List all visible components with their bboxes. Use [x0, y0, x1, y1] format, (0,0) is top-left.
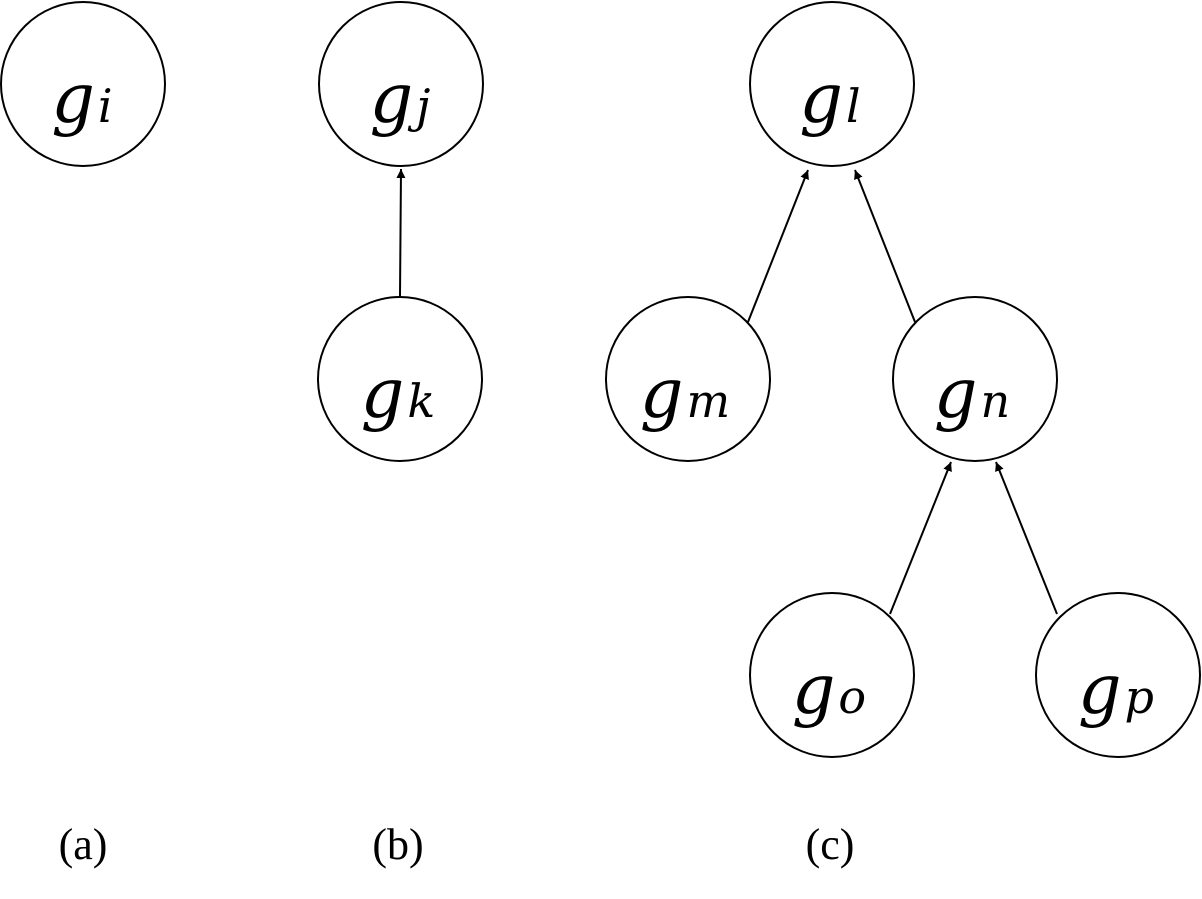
- node-go-label: go: [792, 651, 866, 730]
- node-gm-label: gm: [640, 355, 730, 434]
- node-gp-label: gp: [1078, 651, 1154, 730]
- node-gi-circle: [0, 1, 166, 167]
- edge-go-to-gn: [889, 461, 952, 615]
- node-gj: gj: [318, 1, 484, 167]
- node-gk: gk: [317, 296, 483, 462]
- node-gi: gi: [0, 1, 166, 167]
- edge-gk-to-gj: [396, 168, 406, 297]
- node-gj-circle: [318, 1, 484, 167]
- node-gk-circle: [317, 296, 483, 462]
- edge-gp-to-gn: [995, 461, 1058, 615]
- node-gn: gn: [892, 296, 1058, 462]
- node-gj-label: gj: [370, 60, 431, 139]
- node-gp: gp: [1035, 592, 1201, 758]
- node-gi-label: gi: [51, 60, 112, 139]
- node-gm: gm: [605, 296, 771, 462]
- node-gl-label: gl: [799, 60, 860, 139]
- panel-label-a: (a): [59, 820, 108, 869]
- edge-gm-to-gl: [747, 169, 809, 323]
- node-gn-circle: [892, 296, 1058, 462]
- node-gl: gl: [749, 1, 915, 167]
- panel-label-c: (c): [806, 820, 855, 869]
- node-go: go: [749, 592, 915, 758]
- node-gp-circle: [1035, 592, 1201, 758]
- node-gm-circle: [605, 296, 771, 462]
- node-go-circle: [749, 592, 915, 758]
- node-gn-label: gn: [934, 355, 1010, 434]
- edge-gn-to-gl: [854, 169, 916, 323]
- edges: [396, 168, 1058, 615]
- node-gl-circle: [749, 1, 915, 167]
- panel-label-b: (b): [372, 820, 423, 869]
- node-gk-label: gk: [361, 355, 435, 434]
